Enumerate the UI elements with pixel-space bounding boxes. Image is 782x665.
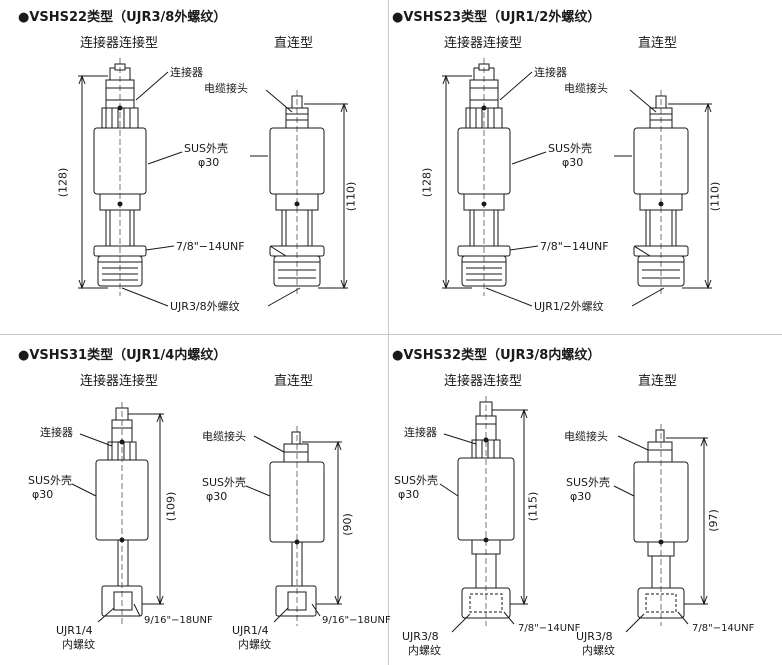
- label-fitting-right-line2: 内螺纹: [238, 638, 271, 651]
- panel-vshs22: ●VSHS22类型（UJR3/8外螺纹） 连接器连接型 直连型: [18, 4, 398, 324]
- label-diameter-left: φ30: [398, 488, 420, 501]
- label-thread: 7/8"−14UNF: [176, 240, 245, 253]
- dimension-lines: [128, 412, 342, 606]
- sensor-drawing: [439, 396, 708, 633]
- connector-type-sensor: [457, 58, 511, 296]
- label-diameter: φ30: [562, 156, 584, 169]
- view-label-connector-type: 连接器连接型: [80, 36, 159, 51]
- label-fitting-left-line1: UJR1/4: [56, 624, 93, 637]
- label-sus-shell-left: SUS外壳: [394, 474, 439, 487]
- view-label-direct-type: 直连型: [274, 374, 314, 389]
- label-sus-shell: SUS外壳: [548, 142, 593, 155]
- dimension-right: (110): [708, 181, 722, 212]
- sensor-drawing: [78, 58, 348, 307]
- label-fitting-right-line1: UJR3/8: [576, 630, 613, 643]
- label-sus-shell-right: SUS外壳: [202, 476, 247, 489]
- dimension-right: (90): [340, 513, 354, 536]
- label-connector: 连接器: [404, 426, 437, 439]
- dimension-left: (115): [526, 491, 540, 522]
- dimension-lines: [492, 408, 708, 606]
- label-diameter: φ30: [198, 156, 220, 169]
- horizontal-separator: [0, 334, 782, 335]
- dimension-right: (110): [344, 181, 358, 212]
- view-label-connector-type: 连接器连接型: [444, 36, 523, 51]
- view-label-direct-type: 直连型: [274, 36, 314, 51]
- dimension-lines: [78, 74, 348, 290]
- leader-lines: [485, 71, 665, 307]
- sensor-drawing: [442, 58, 712, 307]
- view-label-direct-type: 直连型: [638, 374, 678, 389]
- label-thread-right: 7/8"−14UNF: [692, 623, 755, 634]
- label-fitting: UJR3/8外螺纹: [170, 300, 240, 313]
- connector-type-sensor: [95, 402, 149, 626]
- direct-type-sensor: [633, 90, 689, 296]
- dimension-left: (109): [164, 491, 178, 522]
- direct-type-sensor: [269, 90, 325, 296]
- label-fitting-right-line2: 内螺纹: [582, 644, 615, 657]
- label-sus-shell-right: SUS外壳: [566, 476, 611, 489]
- dimension-left: (128): [420, 167, 434, 198]
- panel-title: ●VSHS31类型（UJR1/4内螺纹）: [18, 348, 227, 363]
- label-thread-left: 7/8"−14UNF: [518, 623, 581, 634]
- panel-vshs23: ●VSHS23类型（UJR1/2外螺纹） 连接器连接型 直连型: [392, 4, 772, 324]
- label-thread: 7/8"−14UNF: [540, 240, 609, 253]
- label-fitting-left-line1: UJR3/8: [402, 630, 439, 643]
- connector-type-sensor: [93, 58, 147, 296]
- label-diameter-left: φ30: [32, 488, 54, 501]
- view-label-connector-type: 连接器连接型: [444, 374, 523, 389]
- view-label-connector-type: 连接器连接型: [80, 374, 159, 389]
- label-connector: 连接器: [170, 66, 203, 79]
- label-sus-shell: SUS外壳: [184, 142, 229, 155]
- label-thread-right: 9/16"−18UNF: [322, 615, 391, 626]
- label-fitting: UJR1/2外螺纹: [534, 300, 604, 313]
- label-connector: 连接器: [534, 66, 567, 79]
- sensor-drawing: [71, 402, 342, 626]
- dimension-left: (128): [56, 167, 70, 198]
- connector-type-sensor: [457, 396, 515, 626]
- dimension-right: (97): [706, 509, 720, 532]
- label-cable-joint: 电缆接头: [564, 82, 608, 95]
- label-fitting-right-line1: UJR1/4: [232, 624, 269, 637]
- panel-title: ●VSHS23类型（UJR1/2外螺纹）: [392, 10, 601, 25]
- panel-vshs32: ●VSHS32类型（UJR3/8内螺纹） 连接器连接型 直连型: [392, 342, 772, 662]
- vertical-separator: [388, 0, 389, 665]
- label-cable-joint: 电缆接头: [202, 430, 246, 443]
- leader-lines: [71, 433, 321, 623]
- view-label-direct-type: 直连型: [638, 36, 678, 51]
- label-diameter-right: φ30: [570, 490, 592, 503]
- label-fitting-left-line2: 内螺纹: [408, 644, 441, 657]
- direct-type-sensor: [269, 426, 325, 626]
- label-sus-shell-left: SUS外壳: [28, 474, 73, 487]
- label-diameter-right: φ30: [206, 490, 228, 503]
- label-cable-joint: 电缆接头: [204, 82, 248, 95]
- leader-lines: [121, 71, 301, 307]
- panel-title: ●VSHS32类型（UJR3/8内螺纹）: [392, 348, 601, 363]
- panel-vshs31: ●VSHS31类型（UJR1/4内螺纹） 连接器连接型 直连型: [18, 342, 398, 662]
- label-cable-joint: 电缆接头: [564, 430, 608, 443]
- direct-type-sensor: [633, 424, 689, 626]
- leader-lines: [439, 433, 689, 633]
- dimension-lines: [442, 74, 712, 290]
- label-thread-left: 9/16"−18UNF: [144, 615, 213, 626]
- label-fitting-left-line2: 内螺纹: [62, 638, 95, 651]
- panel-title: ●VSHS22类型（UJR3/8外螺纹）: [18, 10, 227, 25]
- label-connector: 连接器: [40, 426, 73, 439]
